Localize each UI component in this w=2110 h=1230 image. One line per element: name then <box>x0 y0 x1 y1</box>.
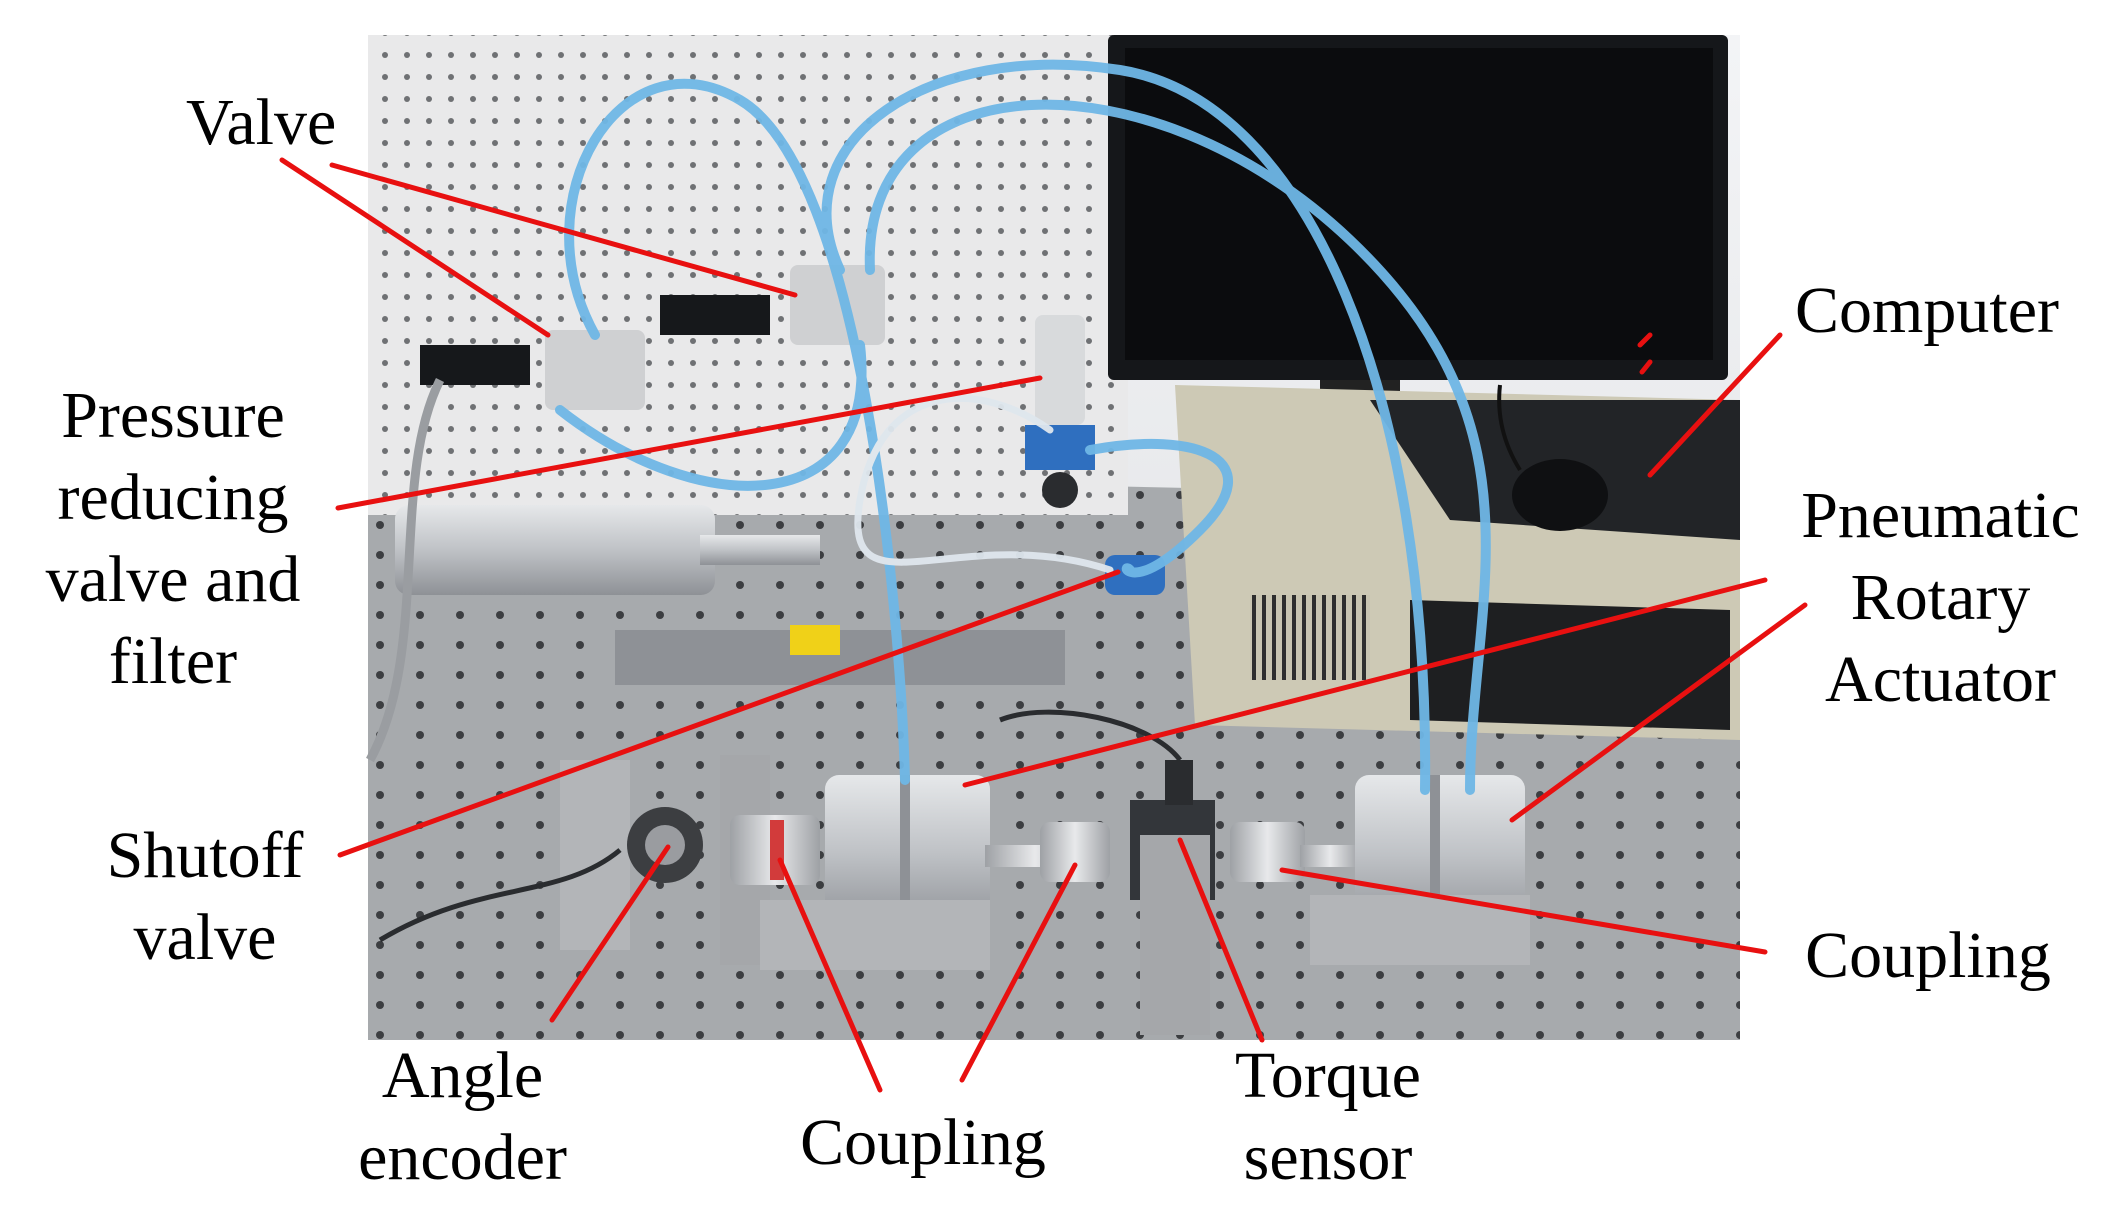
leader-valve-right <box>329 162 798 298</box>
leader-computer <box>1639 359 1653 375</box>
linear-cylinder <box>395 505 715 595</box>
coupling-3 <box>1230 822 1305 882</box>
valve-left <box>545 330 645 410</box>
filter-regulator <box>1035 315 1085 425</box>
leader-computer-main <box>1637 332 1653 348</box>
label-valve: Valve <box>186 86 337 159</box>
leader-valve-left <box>279 157 551 338</box>
leader-lines <box>279 157 1808 1093</box>
label-shutoff-valve: Shutoff valve <box>106 819 304 974</box>
leader-shutoff <box>337 569 1121 858</box>
leader-coupling-right <box>1279 867 1768 955</box>
label-coupling-right: Coupling <box>1805 919 2051 992</box>
label-coupling-bottom: Coupling <box>800 1106 1046 1179</box>
leader-pneumatic-right <box>1509 602 1808 823</box>
leader-pressure-reducing <box>335 375 1043 511</box>
leader-angle-encoder <box>549 844 671 1023</box>
pneumatic-tubes <box>555 59 1491 795</box>
photo-region <box>366 35 1740 1040</box>
leader-computer-seg <box>1647 332 1783 478</box>
label-pressure-reducing: Pressure reducing valve and filter <box>45 379 301 698</box>
leader-coupling-1 <box>777 857 883 1093</box>
label-pneumatic-rotary-actuator: Pneumatic Rotary Actuator <box>1801 479 2080 716</box>
coupling-2 <box>1040 822 1110 882</box>
label-torque-sensor: Torque sensor <box>1235 1039 1421 1194</box>
leader-coupling-2 <box>959 862 1078 1083</box>
label-computer: Computer <box>1795 274 2059 347</box>
leader-torque-sensor <box>1177 837 1265 1043</box>
mouse <box>1512 459 1608 531</box>
valve-right <box>790 265 885 345</box>
leader-pneumatic-left <box>962 577 1768 788</box>
cables <box>378 709 1182 943</box>
label-angle-encoder: Angle encoder <box>358 1039 567 1194</box>
pegboard <box>368 35 1128 515</box>
